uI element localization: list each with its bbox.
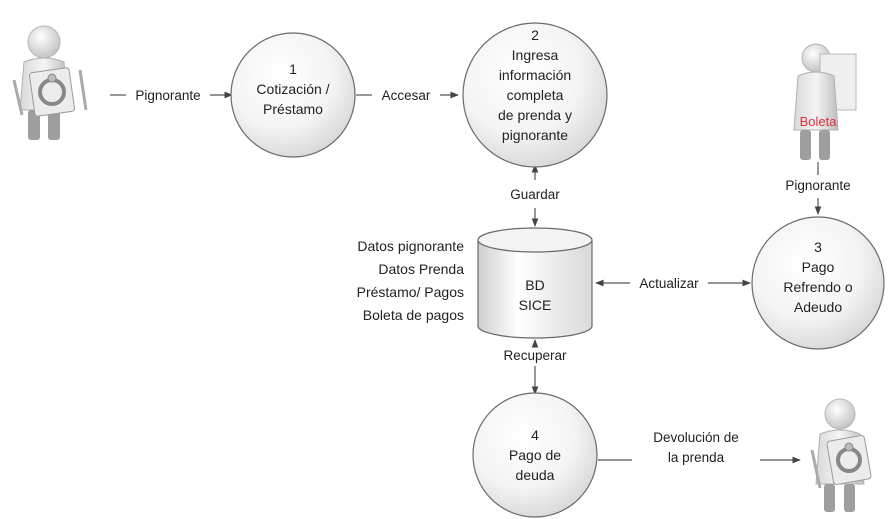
process-2-number: 2 bbox=[531, 27, 539, 43]
process-4-line-1: Pago de bbox=[509, 447, 561, 463]
process-3-number: 3 bbox=[814, 239, 822, 255]
process-1-cotizacion: 1 Cotización / Préstamo bbox=[230, 32, 356, 158]
process-1-line-1: Cotización / bbox=[256, 81, 329, 97]
edge-db-to-p4: Recuperar bbox=[503, 339, 567, 395]
actor-receiver-icon bbox=[810, 398, 872, 512]
process-4-line-2: deuda bbox=[516, 467, 555, 483]
process-3-line-3: Adeudo bbox=[794, 299, 842, 315]
actor-pignorante-icon bbox=[12, 25, 88, 140]
edge-label-devolucion-1: Devolución de bbox=[653, 430, 739, 445]
edge-label-pignorante-top: Pignorante bbox=[135, 88, 200, 103]
edge-db-to-p3: Actualizar bbox=[595, 276, 751, 291]
datastore-line-2: SICE bbox=[519, 297, 552, 313]
process-1-line-2: Préstamo bbox=[263, 101, 323, 117]
process-2-line-3: completa bbox=[507, 87, 564, 103]
datastore-bd-sice: BD SICE bbox=[477, 227, 593, 339]
datastore-content-1: Datos pignorante bbox=[357, 238, 464, 254]
process-1-number: 1 bbox=[289, 61, 297, 77]
edge-label-pignorante-right: Pignorante bbox=[785, 178, 850, 193]
process-4-pago-deuda: 4 Pago de deuda bbox=[472, 392, 598, 518]
edge-label-devolucion-2: la prenda bbox=[668, 450, 725, 465]
edge-label-accesar: Accesar bbox=[382, 88, 431, 103]
process-2-line-4: de prenda y bbox=[498, 107, 572, 123]
edge-p2-to-db: Guardar bbox=[510, 164, 560, 227]
edge-label-guardar: Guardar bbox=[510, 187, 560, 202]
edge-boleta-to-p3: Pignorante bbox=[785, 162, 851, 215]
edge-p1-to-p2: Accesar bbox=[356, 88, 459, 103]
process-3-line-2: Refrendo o bbox=[783, 279, 852, 295]
process-2-line-2: información bbox=[499, 67, 571, 83]
process-3-pago-refrendo: 3 Pago Refrendo o Adeudo bbox=[751, 216, 885, 350]
process-2-ingresa-informacion: 2 Ingresa información completa de prenda… bbox=[462, 22, 608, 168]
boleta-sign-label: Boleta bbox=[800, 114, 838, 129]
edge-label-recuperar: Recuperar bbox=[503, 348, 567, 363]
datastore-content-4: Boleta de pagos bbox=[363, 307, 464, 323]
datastore-line-1: BD bbox=[525, 277, 544, 293]
datastore-content-2: Datos Prenda bbox=[378, 261, 464, 277]
process-2-line-5: pignorante bbox=[502, 127, 568, 143]
process-4-number: 4 bbox=[531, 427, 539, 443]
process-2-line-1: Ingresa bbox=[512, 47, 559, 63]
process-3-line-1: Pago bbox=[802, 259, 835, 275]
datastore-content-3: Préstamo/ Pagos bbox=[357, 284, 464, 300]
edge-p4-to-receiver: Devolución de la prenda bbox=[598, 430, 801, 465]
datastore-contents: Datos pignorante Datos Prenda Préstamo/ … bbox=[357, 238, 465, 323]
edge-pignorante-to-p1: Pignorante bbox=[110, 88, 233, 103]
edge-label-actualizar: Actualizar bbox=[639, 276, 699, 291]
actor-boleta-icon: Boleta bbox=[793, 43, 857, 160]
